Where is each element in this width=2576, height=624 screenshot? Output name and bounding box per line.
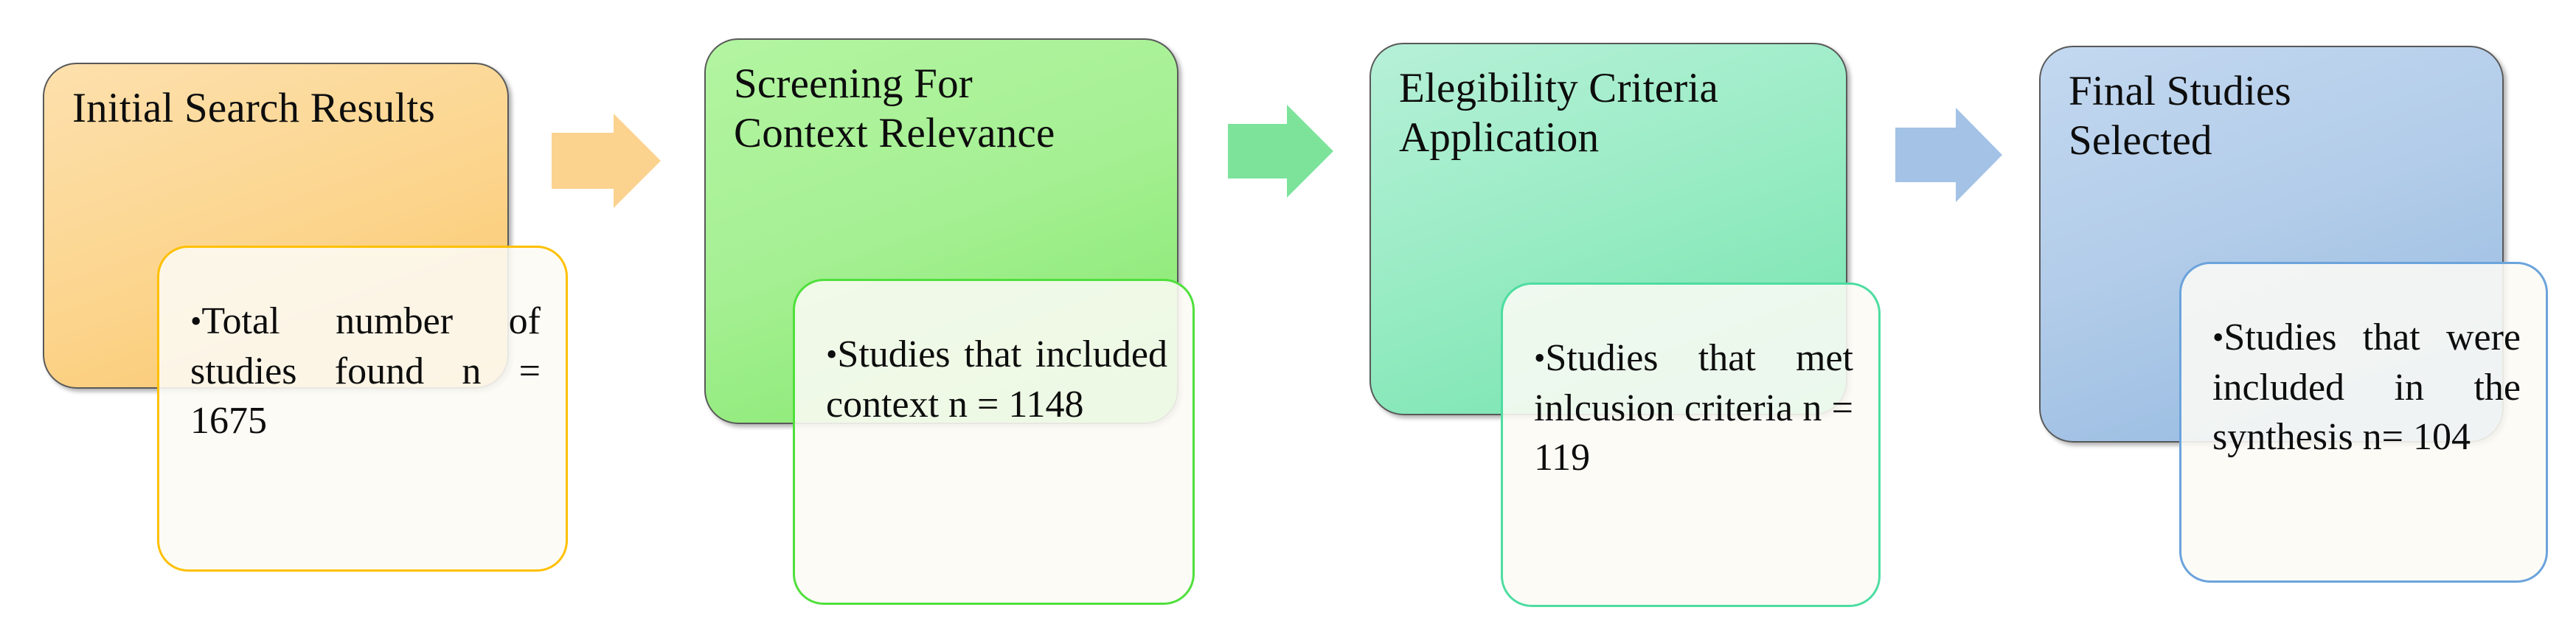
stage-callout-text-elegibility-criteria-application: •Studies that met inlcusion criteria n =… (1534, 333, 1853, 483)
stage-callout-body-final-studies-selected: Studies that were included in the synthe… (2212, 316, 2521, 459)
stage-title-screening-for-context-relevance: Screening For Context Relevance (734, 60, 1055, 157)
stage-callout-body-elegibility-criteria-application: Studies that met inlcusion criteria n = … (1534, 337, 1853, 479)
bullet-icon: • (190, 303, 202, 339)
right-block-arrow-icon-1[interactable] (552, 114, 661, 208)
stage-callout-text-initial-search-results: •Total number of studies found n = 1675 (190, 297, 541, 446)
stage-callout-text-screening-for-context-relevance: •Studies that included context n = 1148 (826, 330, 1167, 429)
bullet-icon: • (826, 336, 838, 372)
stage-callout-elegibility-criteria-application[interactable]: •Studies that met inlcusion criteria n =… (1501, 282, 1881, 607)
stage-title-initial-search-results: Initial Search Results (72, 85, 435, 131)
stage-title-final-studies-selected: Final Studies Selected (2069, 68, 2291, 164)
bullet-icon: • (1534, 340, 1546, 376)
stage-callout-body-initial-search-results: Total number of studies found n = 1675 (190, 300, 541, 443)
right-block-arrow-icon-3[interactable] (1895, 108, 2002, 202)
stage-callout-screening-for-context-relevance[interactable]: •Studies that included context n = 1148 (793, 279, 1195, 605)
stage-callout-initial-search-results[interactable]: •Total number of studies found n = 1675 (157, 246, 568, 572)
stage-callout-final-studies-selected[interactable]: •Studies that were included in the synth… (2179, 262, 2548, 583)
right-block-arrow-icon-2[interactable] (1228, 105, 1333, 198)
bullet-icon: • (2212, 319, 2224, 356)
stage-callout-text-final-studies-selected: •Studies that were included in the synth… (2212, 313, 2521, 462)
stage-callout-body-screening-for-context-relevance: Studies that included context n = 1148 (826, 333, 1167, 426)
stage-title-elegibility-criteria-application: Elegibility Criteria Application (1399, 65, 1718, 162)
